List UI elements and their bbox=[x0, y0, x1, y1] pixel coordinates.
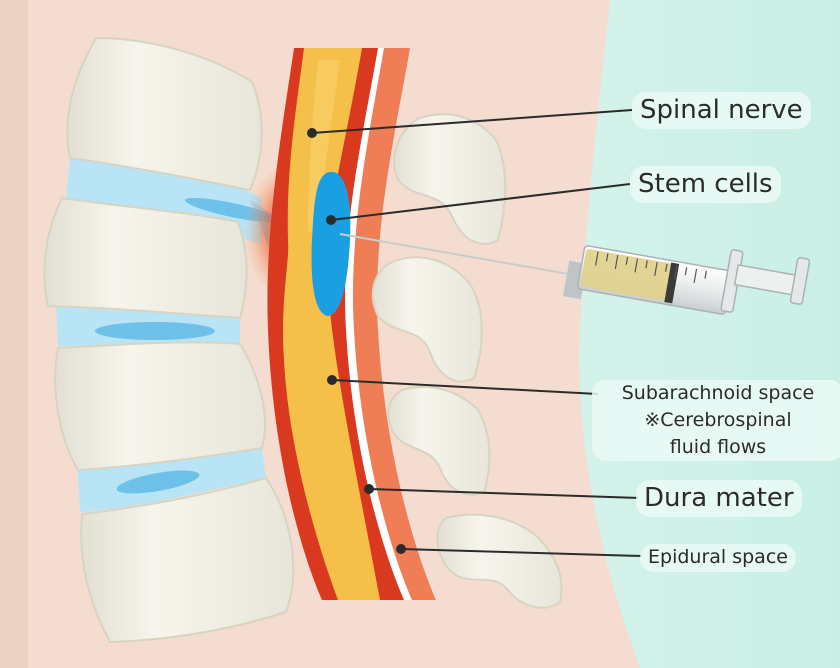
label-stem-cells: Stem cells bbox=[630, 166, 781, 203]
dot-epidural bbox=[396, 544, 406, 554]
vertebral-bodies bbox=[43, 36, 295, 644]
spinal-canal bbox=[267, 48, 436, 600]
label-epidural-space: Epidural space bbox=[640, 544, 796, 572]
dot-stem-cells bbox=[326, 215, 336, 225]
spinous-process bbox=[393, 113, 507, 245]
disc-nucleus bbox=[95, 322, 215, 340]
syringe-liquid bbox=[580, 249, 673, 301]
syringe bbox=[339, 233, 811, 315]
label-subarachnoid-block: Subarachnoid space ※Cerebrospinal fluid … bbox=[592, 380, 840, 462]
leader-dura bbox=[368, 488, 639, 499]
nerve-highlight bbox=[308, 60, 340, 232]
vertebra bbox=[54, 341, 267, 472]
dot-spinal-nerve bbox=[307, 128, 317, 138]
leader-dots bbox=[307, 128, 406, 554]
label-spinal-nerve: Spinal nerve bbox=[632, 92, 811, 129]
dot-dura bbox=[364, 484, 374, 494]
label-csf-note-1: ※Cerebrospinal bbox=[644, 408, 792, 431]
leader-subarachnoid bbox=[331, 379, 599, 395]
spinous-processes bbox=[371, 113, 563, 609]
spinal-nerve-core bbox=[283, 48, 380, 600]
label-dura-mater: Dura mater bbox=[636, 480, 802, 517]
syringe-thumb-rest bbox=[789, 257, 811, 305]
vertebra bbox=[80, 476, 295, 644]
disc-nucleus bbox=[116, 470, 200, 494]
intervertebral-discs bbox=[56, 158, 290, 512]
spinous-process bbox=[387, 386, 491, 496]
dot-subarachnoid bbox=[327, 375, 337, 385]
syringe-needle bbox=[339, 233, 581, 277]
spinous-process bbox=[436, 513, 563, 609]
label-subarachnoid-space: Subarachnoid space bbox=[621, 382, 815, 404]
syringe-graduations bbox=[595, 251, 707, 283]
vertebra bbox=[43, 196, 248, 320]
stem-cells-blob bbox=[311, 171, 351, 316]
spinous-process bbox=[371, 256, 483, 383]
leader-stem-cells bbox=[330, 183, 631, 221]
leader-epidural bbox=[400, 548, 643, 557]
leader-lines bbox=[311, 109, 643, 557]
tissue-shade bbox=[0, 0, 28, 668]
leader-spinal-nerve bbox=[311, 109, 633, 134]
vertebra bbox=[66, 36, 263, 192]
label-csf-note-2: fluid flows bbox=[669, 435, 767, 458]
